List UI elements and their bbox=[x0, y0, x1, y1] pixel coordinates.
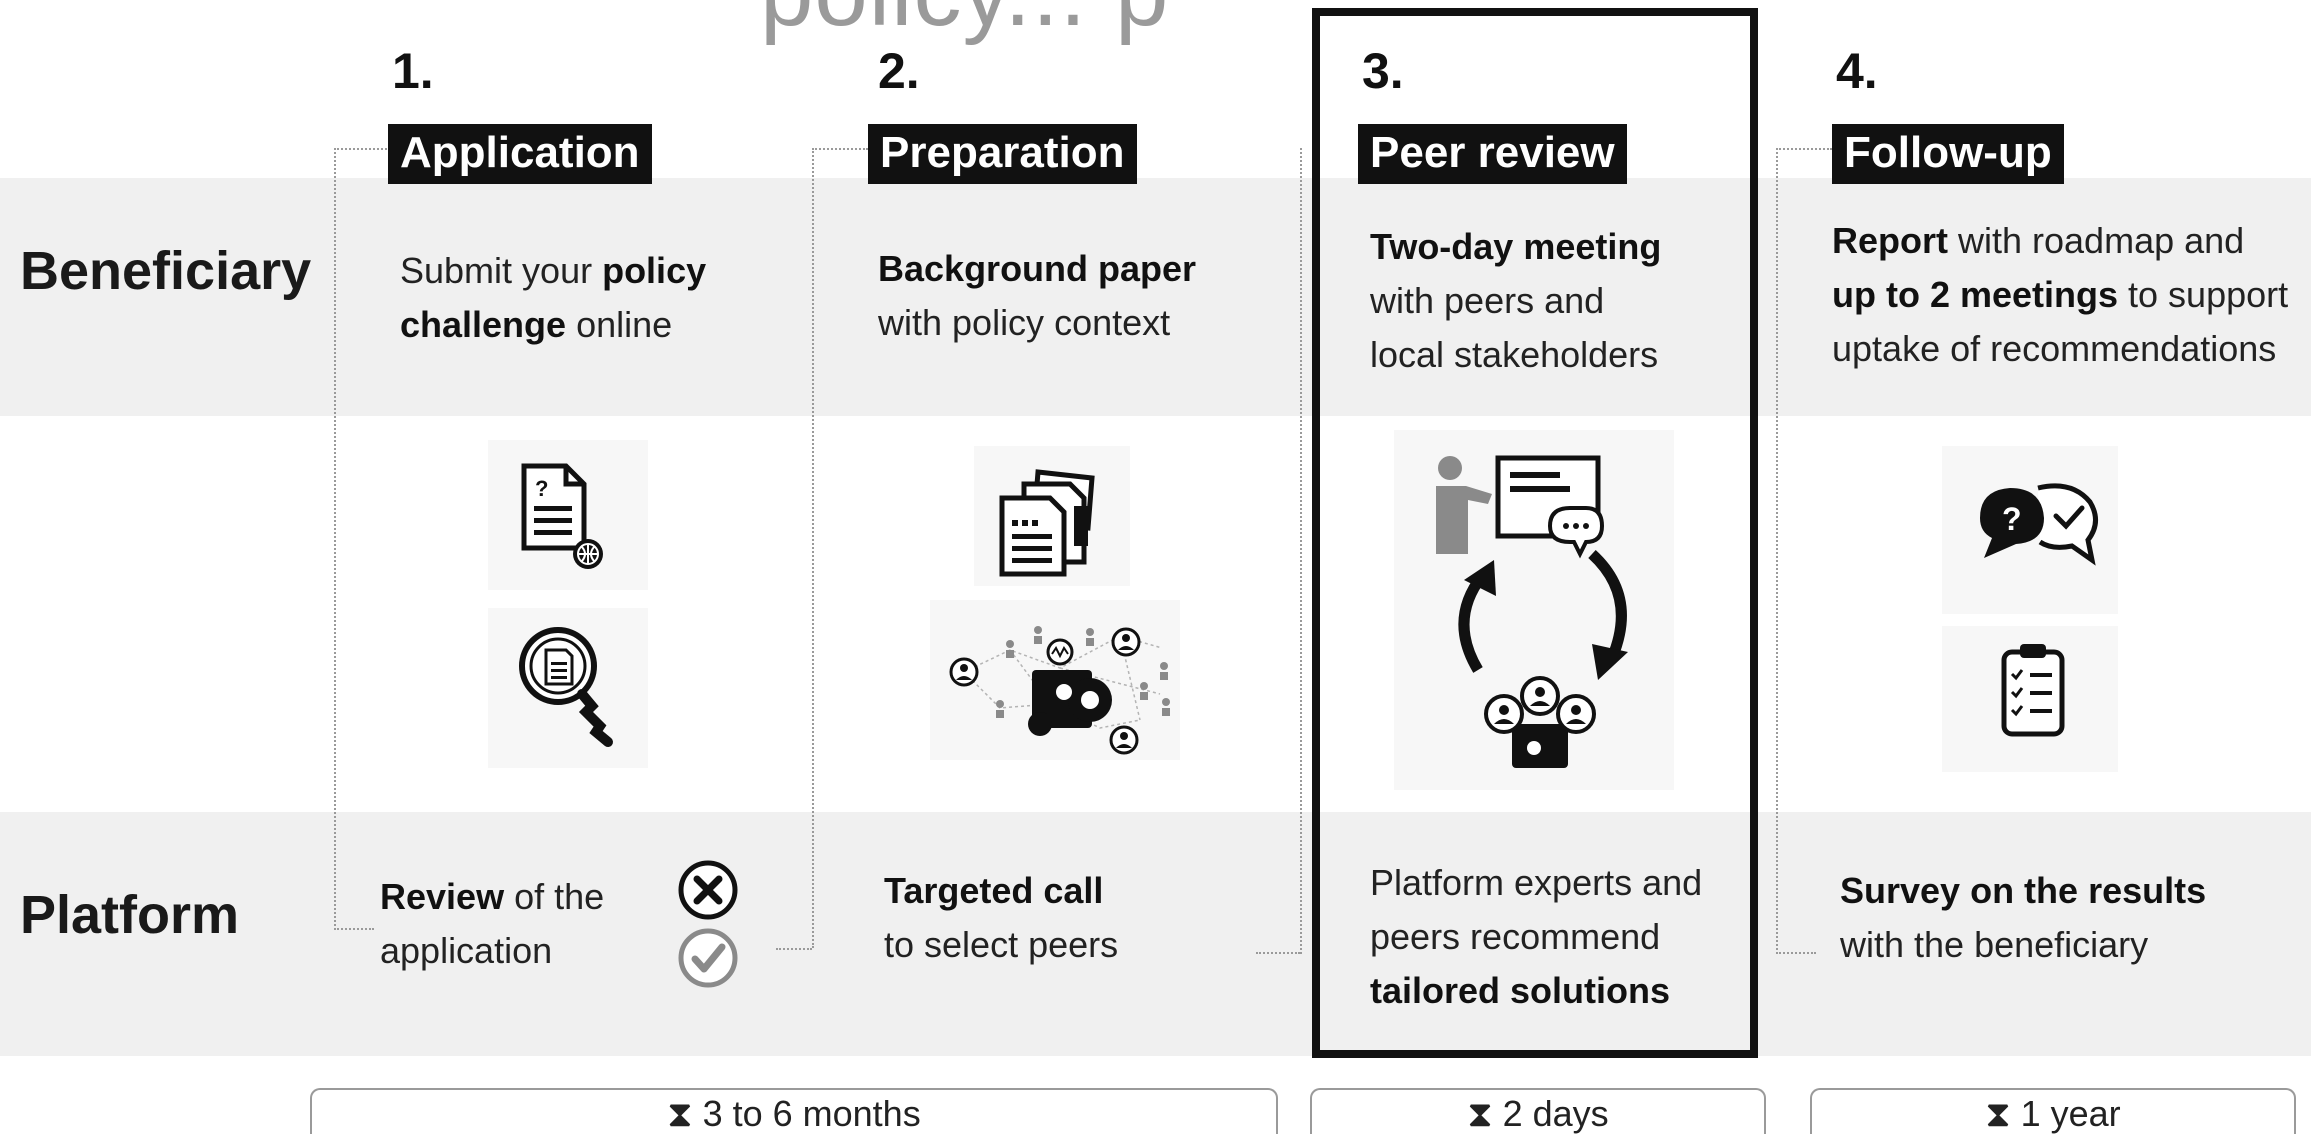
partial-title: policy... p bbox=[760, 0, 1169, 48]
connector-3 bbox=[1300, 148, 1302, 954]
stage-number: 3. bbox=[1362, 43, 1404, 99]
duration-stage-3: ⧗ 2 days bbox=[1310, 1088, 1766, 1134]
cycle-arrows-icon bbox=[1458, 549, 1628, 680]
row-label-platform: Platform bbox=[20, 885, 240, 945]
connector-2-bottom bbox=[776, 948, 812, 950]
stage-number: 4. bbox=[1836, 43, 1878, 99]
connector-2 bbox=[812, 148, 814, 948]
connector-1-top bbox=[334, 148, 390, 150]
papers-stack-icon bbox=[999, 469, 1095, 577]
magnifier-document-icon bbox=[519, 627, 613, 747]
stage-title: Peer review bbox=[1358, 124, 1627, 184]
connector-2-top bbox=[812, 148, 868, 150]
highlight-frame bbox=[1312, 8, 1758, 1058]
stage-number: 2. bbox=[878, 43, 920, 99]
connector-1-bottom bbox=[334, 928, 374, 930]
svg-text:?: ? bbox=[535, 476, 548, 501]
connector-4-top bbox=[1776, 148, 1832, 150]
connector-4-bottom bbox=[1776, 952, 1816, 954]
x-circle-icon bbox=[678, 860, 738, 920]
connector-4 bbox=[1776, 148, 1778, 954]
row-label-beneficiary: Beneficiary bbox=[20, 241, 312, 301]
question-check-chat-icon: ? bbox=[1980, 483, 2098, 566]
stage-title: Follow-up bbox=[1832, 124, 2064, 184]
document-globe-icon: ? bbox=[521, 463, 603, 569]
check-circle-icon bbox=[678, 928, 738, 988]
beneficiary-band bbox=[0, 178, 2311, 416]
presentation-meeting-icon bbox=[1436, 455, 1605, 559]
stage-number: 1. bbox=[392, 43, 434, 99]
platform-band bbox=[0, 812, 2311, 1056]
duration-stages-1-2: ⧗ 3 to 6 months bbox=[310, 1088, 1278, 1134]
stage-title: Application bbox=[388, 124, 652, 184]
beneficiary-text: Submit your policy challenge online bbox=[400, 250, 707, 345]
stage-title: Preparation bbox=[868, 124, 1137, 184]
connector-1 bbox=[334, 148, 336, 930]
connector-3-bottom bbox=[1256, 952, 1300, 954]
clipboard-checklist-icon bbox=[2001, 644, 2065, 737]
svg-text:?: ? bbox=[2002, 501, 2022, 537]
network-gears-icon bbox=[949, 626, 1170, 755]
group-gears-icon bbox=[1484, 676, 1596, 768]
duration-stage-4: ⧗ 1 year bbox=[1810, 1088, 2296, 1134]
